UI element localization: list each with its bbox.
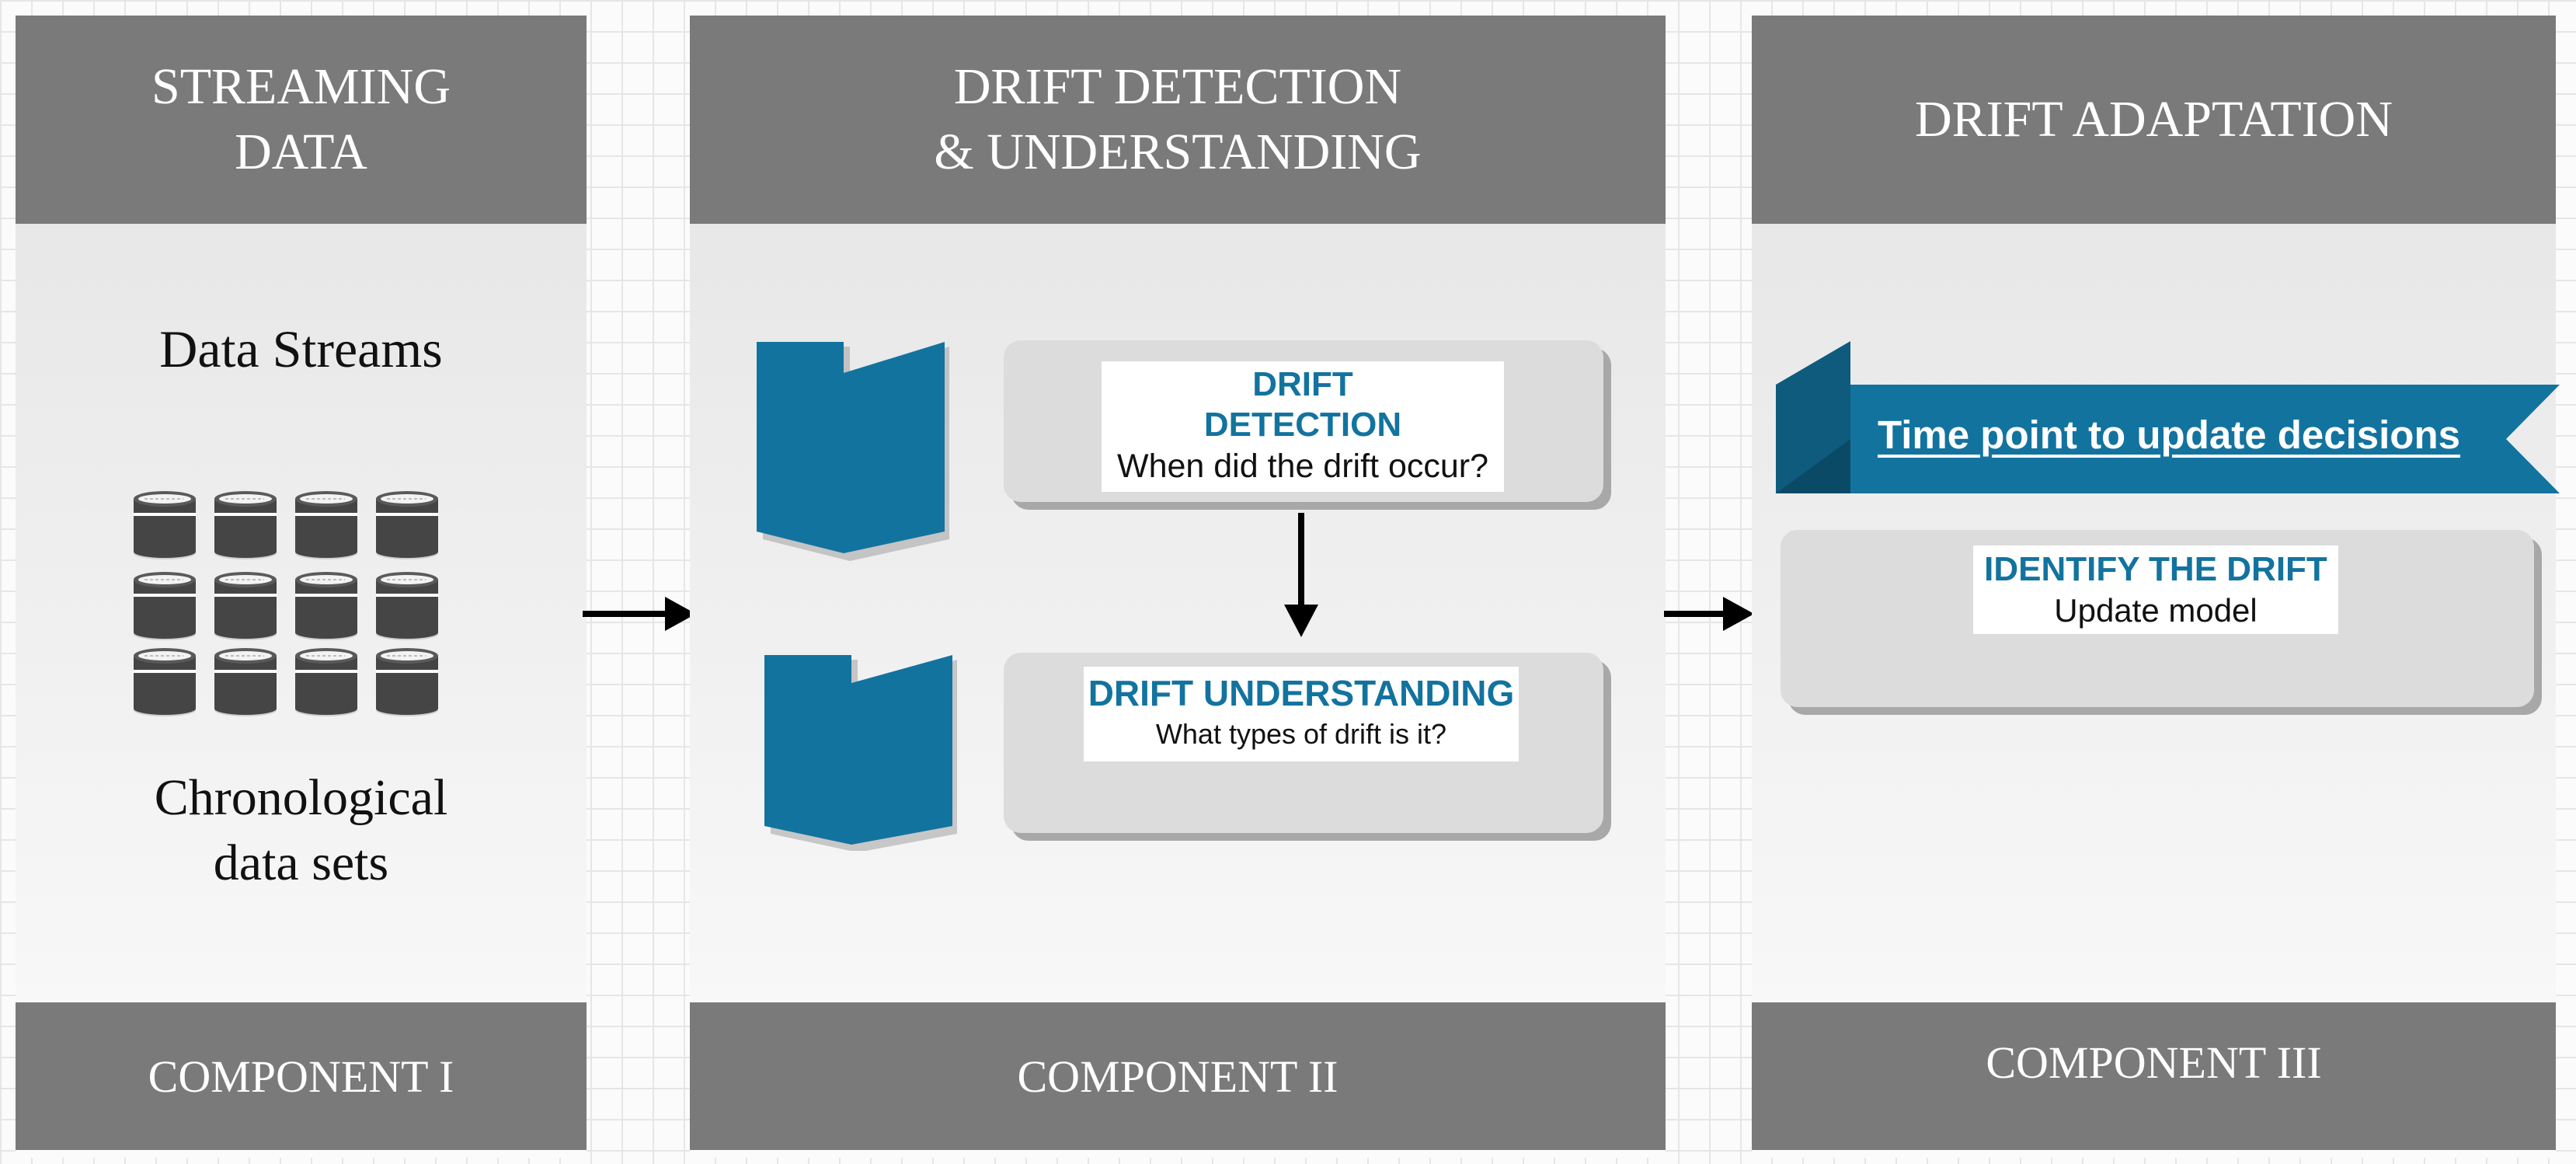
drift-detection-title-line2: DETECTION [1203, 406, 1402, 444]
database-icon [375, 571, 439, 641]
database-icon [214, 490, 277, 560]
ribbon-label: Time point to update decisions [1878, 413, 2460, 457]
drift-understanding-title: DRIFT UNDERSTANDING [1088, 673, 1515, 713]
database-icon [133, 490, 197, 560]
drift-understanding-label: DRIFT UNDERSTANDING What types of drift … [1084, 667, 1519, 761]
component-3-footer: COMPONENT III [1752, 1002, 2556, 1150]
caption-line2: data sets [213, 835, 389, 891]
component-2-title-line2: & UNDERSTANDING [934, 124, 1422, 180]
component-1-header: STREAMING DATA [16, 16, 587, 224]
component-2-footer: COMPONENT II [690, 1002, 1666, 1150]
caption-line1: Chronological [154, 769, 448, 826]
drift-detection-question: When did the drift occur? [1116, 448, 1489, 485]
component-1-title-line1: STREAMING [151, 58, 451, 115]
ribbon-banner [1776, 341, 2560, 493]
identify-drift-title: IDENTIFY THE DRIFT [1984, 550, 2327, 588]
database-icon-grid [133, 490, 439, 717]
arrow-right-icon [583, 597, 696, 631]
arrow-right-icon [1664, 597, 1754, 631]
drift-understanding-question: What types of drift is it? [1155, 718, 1447, 750]
database-icon [375, 647, 439, 717]
arrow-down-icon [1284, 513, 1318, 637]
database-icon [214, 571, 277, 641]
identify-drift-label: IDENTIFY THE DRIFT Update model [1973, 545, 2338, 634]
database-icon [133, 571, 197, 641]
component-3-header: DRIFT ADAPTATION [1752, 16, 2556, 224]
component-2-header: DRIFT DETECTION & UNDERSTANDING [690, 16, 1666, 224]
understanding-chevron-icon [764, 655, 957, 851]
detection-chevron-icon [757, 342, 949, 561]
database-icon [294, 571, 358, 641]
data-streams-label: Data Streams [159, 319, 443, 378]
database-icon [133, 647, 197, 717]
database-icon [214, 647, 277, 717]
drift-detection-label: DRIFT DETECTION When did the drift occur… [1102, 361, 1504, 492]
database-icon [375, 490, 439, 560]
chronological-caption: Chronological data sets [16, 765, 587, 896]
identify-drift-action: Update model [2054, 592, 2257, 629]
component-1-title-line2: DATA [235, 124, 367, 180]
database-icon [294, 647, 358, 717]
database-icon [294, 490, 358, 560]
drift-detection-title-line1: DRIFT [1252, 365, 1353, 403]
component-2-title-line1: DRIFT DETECTION [953, 58, 1402, 115]
component-1-footer: COMPONENT I [16, 1002, 587, 1150]
